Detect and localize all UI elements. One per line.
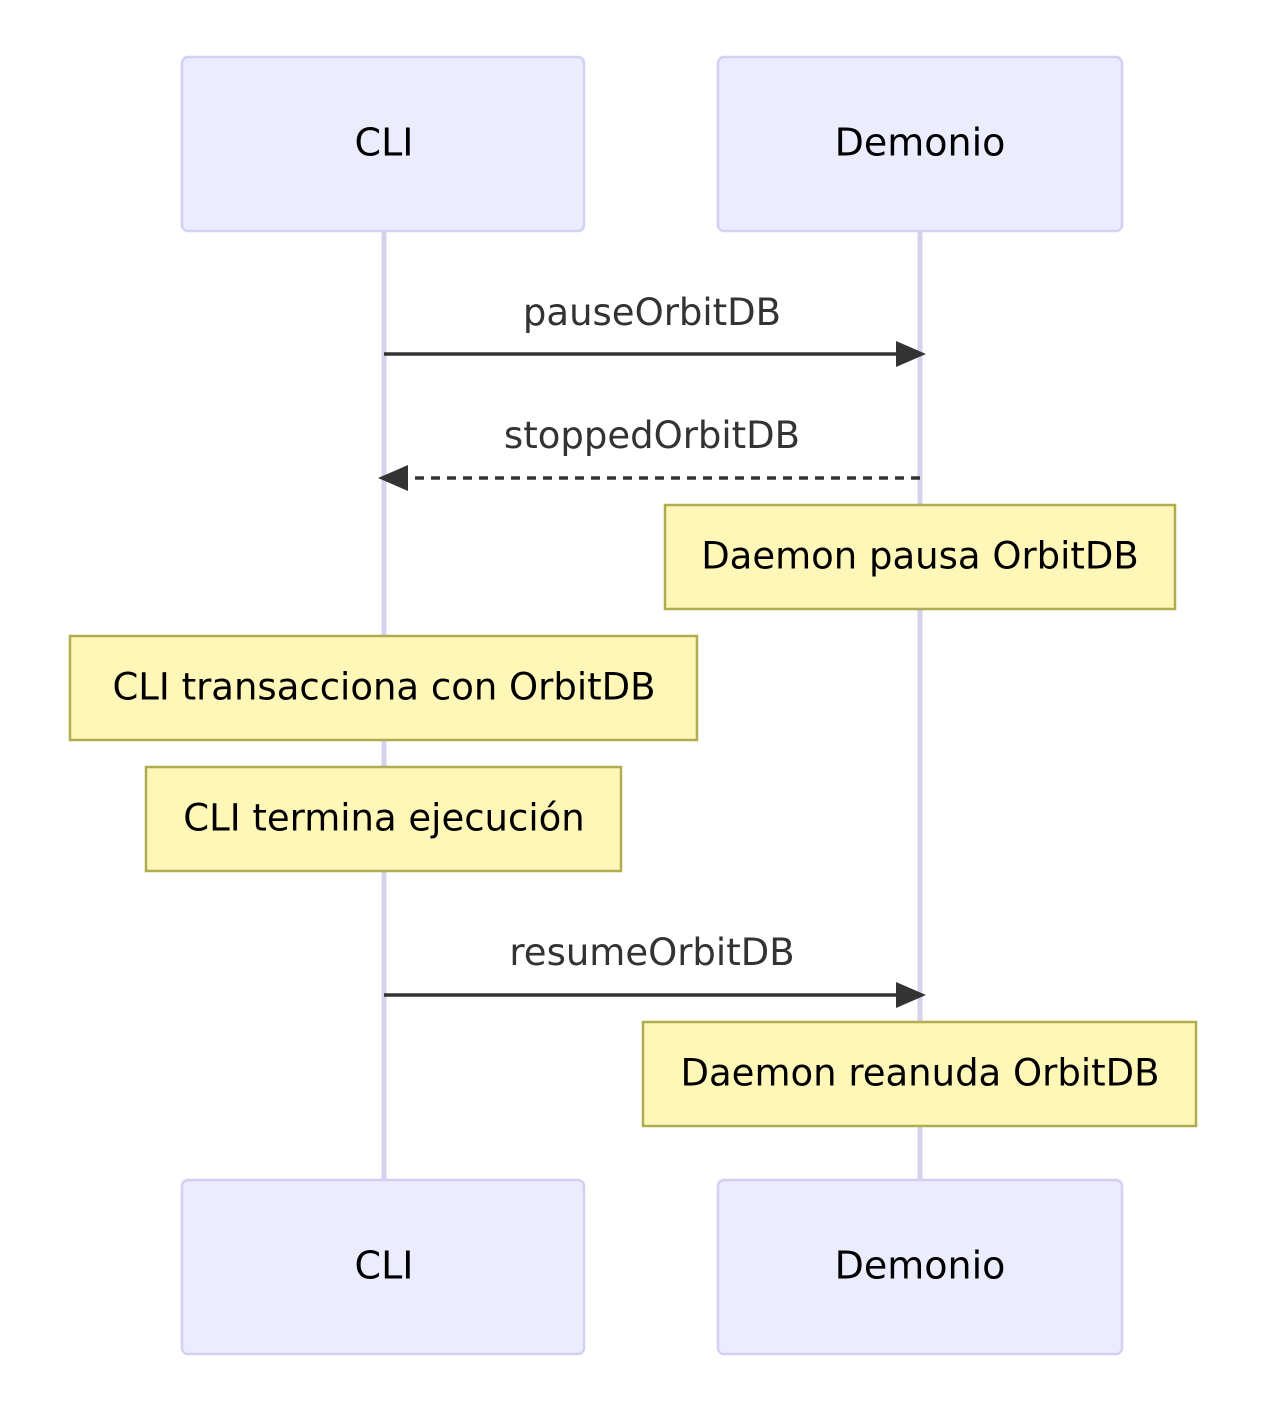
actor-bottom-daemon: Demonio bbox=[716, 1178, 1124, 1356]
note-daemon-resume: Daemon reanuda OrbitDB bbox=[641, 1020, 1198, 1128]
actor-top-daemon-label: Demonio bbox=[835, 121, 1006, 165]
message-stopped: stoppedOrbitDB bbox=[378, 414, 920, 491]
message-resume: resumeOrbitDB bbox=[384, 931, 926, 1008]
actor-top-cli-label: CLI bbox=[355, 121, 414, 165]
note-cli-transaction-text: CLI transacciona con OrbitDB bbox=[112, 666, 655, 709]
note-cli-finish: CLI termina ejecución bbox=[144, 765, 623, 873]
actor-bottom-cli-label: CLI bbox=[355, 1244, 414, 1288]
actor-bottom-daemon-label: Demonio bbox=[835, 1244, 1006, 1288]
message-stopped-label: stoppedOrbitDB bbox=[504, 414, 800, 457]
message-pause-label: pauseOrbitDB bbox=[523, 291, 781, 334]
message-pause-arrowhead bbox=[896, 341, 926, 367]
message-resume-arrowhead bbox=[896, 982, 926, 1008]
note-daemon-resume-text: Daemon reanuda OrbitDB bbox=[681, 1052, 1160, 1095]
note-daemon-pause-text: Daemon pausa OrbitDB bbox=[701, 535, 1139, 578]
note-daemon-pause: Daemon pausa OrbitDB bbox=[663, 503, 1177, 611]
actor-bottom-cli: CLI bbox=[180, 1178, 586, 1356]
message-stopped-arrowhead bbox=[378, 465, 408, 491]
note-cli-finish-text: CLI termina ejecución bbox=[183, 797, 584, 840]
actor-top-daemon: Demonio bbox=[716, 55, 1124, 233]
message-resume-label: resumeOrbitDB bbox=[509, 931, 794, 974]
actor-top-cli: CLI bbox=[180, 55, 586, 233]
message-pause: pauseOrbitDB bbox=[384, 291, 926, 367]
note-cli-transaction: CLI transacciona con OrbitDB bbox=[68, 634, 699, 742]
